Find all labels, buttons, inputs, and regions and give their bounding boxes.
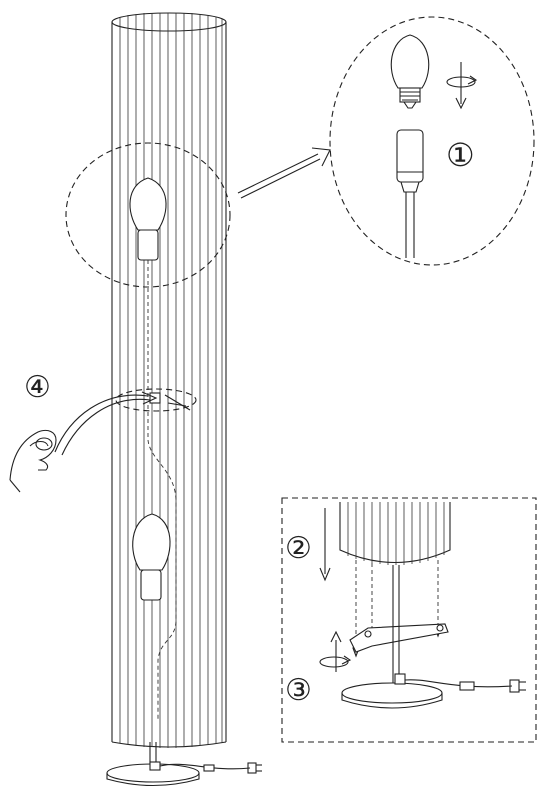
power-plug-icon: [247, 762, 262, 774]
inline-switch-icon: [203, 764, 215, 772]
light-bulb-icon: [390, 34, 430, 109]
detail-base: [341, 673, 443, 709]
detail-pole: [392, 565, 400, 684]
step-1-label: ①: [446, 136, 475, 174]
lamp-base: [106, 742, 200, 787]
step-3-label: ③: [285, 673, 312, 708]
step-4-label: ④: [24, 370, 51, 405]
detail-power-cable: [404, 679, 513, 691]
lamp-shade-column: [111, 12, 227, 748]
lower-bulb-icon: [132, 513, 171, 601]
step-2-label: ②: [285, 531, 312, 566]
detail-shade-bottom: [339, 502, 451, 565]
down-arrow-icon: [319, 508, 331, 582]
upper-bulb-icon: [129, 177, 167, 400]
shade-slats: [119, 13, 223, 748]
rotate-arrow-icon: [319, 655, 352, 668]
hand-icon: [9, 391, 158, 493]
up-arrow-icon: [330, 630, 342, 672]
zoom-pointer-arrow-icon: [237, 147, 331, 199]
power-cable: [159, 763, 251, 772]
detail-power-plug-icon: [509, 679, 526, 693]
internal-cable: [147, 405, 177, 720]
rotate-clockwise-arrow-icon: [446, 62, 478, 110]
detail-box-base-assembly: [281, 497, 537, 743]
detail-inline-switch-icon: [459, 681, 475, 691]
zoom-circle-small: [65, 142, 231, 288]
detail-circle-bulb: [329, 16, 535, 266]
bulb-socket: [396, 129, 424, 258]
